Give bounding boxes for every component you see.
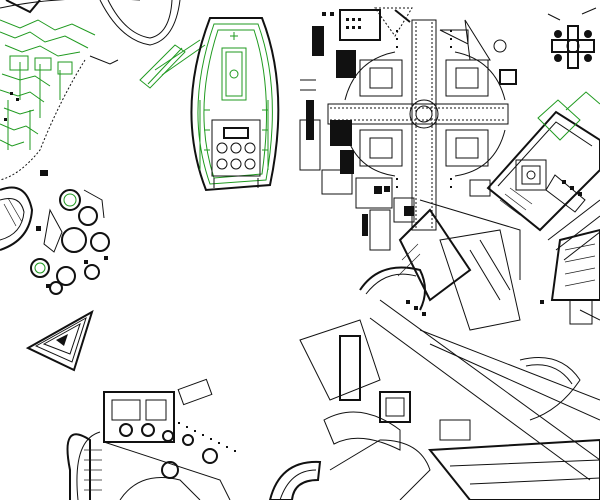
stadium-garden xyxy=(190,17,280,192)
cross-pavilion-small xyxy=(547,7,597,69)
triangle-building xyxy=(25,309,94,372)
bath-complex-south xyxy=(66,378,322,500)
cross-complex xyxy=(299,7,517,251)
curved-boulevard xyxy=(299,199,600,500)
circular-ruins-west xyxy=(0,186,110,295)
garden-maze-nw xyxy=(0,0,206,181)
east-quarter xyxy=(486,91,600,325)
